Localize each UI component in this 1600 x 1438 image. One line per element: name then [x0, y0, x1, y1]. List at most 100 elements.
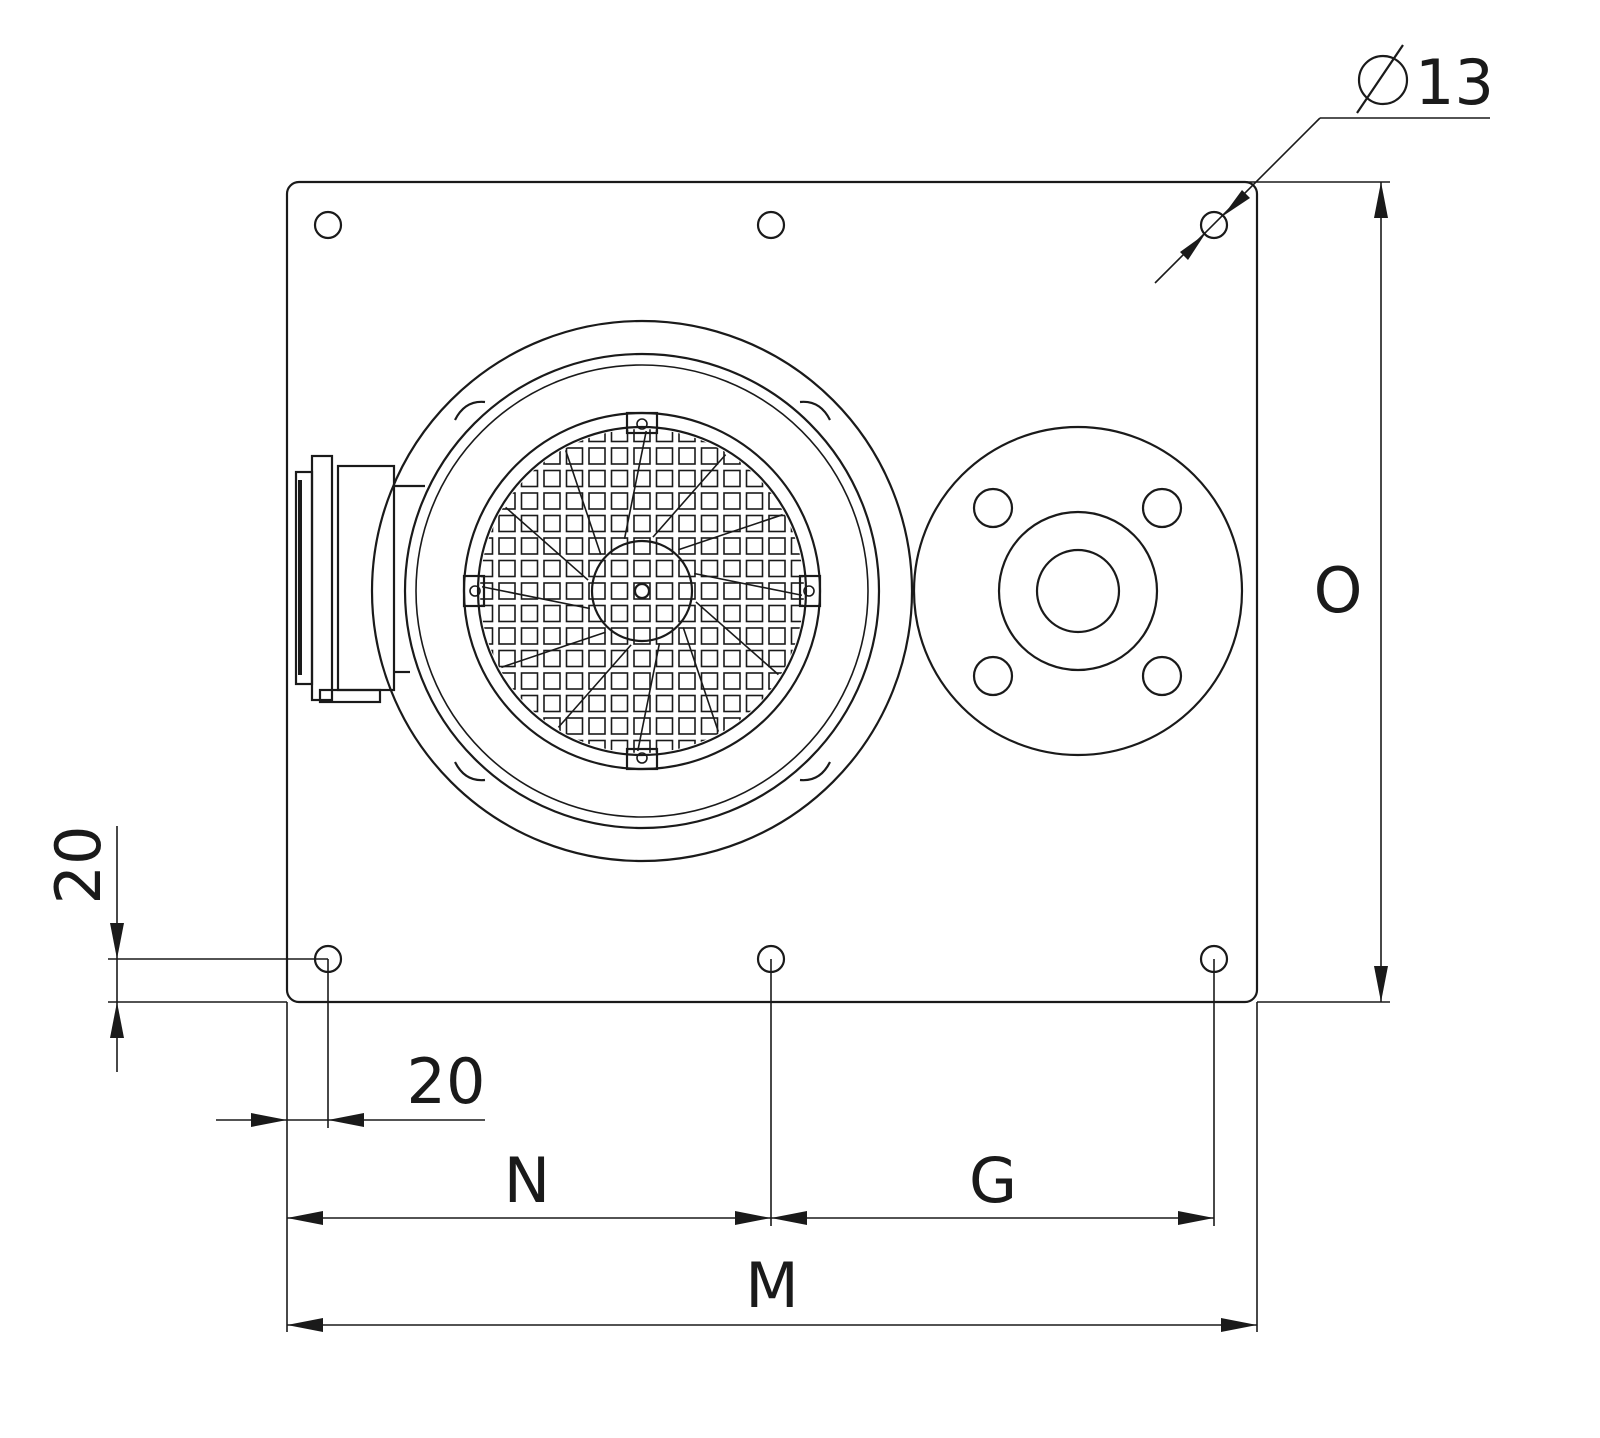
grille-opening [678, 514, 696, 533]
grille-opening [520, 717, 539, 735]
terminal-box [294, 454, 425, 704]
grille-opening [768, 604, 786, 623]
grille-opening [610, 672, 629, 690]
dimension-label-o: O [1314, 554, 1363, 627]
grille-opening [498, 469, 516, 488]
grille-opening [520, 649, 539, 668]
grille-opening [520, 627, 539, 645]
grille-opening [520, 739, 539, 753]
grille-opening [565, 537, 584, 555]
grille-opening [655, 469, 674, 488]
grille-opening [655, 672, 674, 690]
grille-opening [498, 627, 516, 645]
grille-opening [543, 604, 561, 623]
grille-opening [610, 492, 629, 510]
grille-opening [543, 627, 561, 645]
grille-opening [790, 694, 804, 713]
grille-opening [544, 763, 560, 779]
grille-opening [588, 469, 606, 488]
grille-opening [454, 696, 470, 712]
dimension-hole-diameter: 13 [1154, 44, 1494, 284]
grille-opening [454, 606, 470, 622]
grille-opening [588, 447, 606, 465]
grille-opening [520, 514, 539, 533]
grille-opening [498, 694, 516, 713]
mounting-hole [313, 210, 343, 240]
grille-opening [745, 649, 764, 668]
fan-grille [454, 403, 830, 779]
grille-opening [723, 492, 741, 510]
grille-opening [678, 717, 696, 735]
dimension-edge-offset-y: 20 [42, 826, 328, 1072]
grille-opening [700, 694, 719, 713]
grille-opening [480, 469, 494, 488]
grille-opening [723, 559, 741, 578]
grille-opening [565, 447, 584, 465]
flange-bolt-hole [972, 655, 1014, 697]
grille-opening [745, 717, 764, 735]
grille-opening [612, 763, 628, 779]
grille-opening [700, 717, 719, 735]
dimension-label-diameter: 13 [1415, 46, 1494, 119]
grille-opening [678, 604, 696, 623]
grille-opening [814, 426, 830, 442]
grille-opening [655, 649, 674, 668]
grille-opening [768, 717, 786, 735]
fan-blade [505, 506, 589, 581]
dimension-overall-width: M [287, 1249, 1257, 1332]
grille-opening [634, 403, 650, 419]
dimension-n-g: N G [287, 1144, 1214, 1225]
grille-opening [567, 403, 583, 419]
mounting-hole [756, 210, 786, 240]
grille-opening [678, 694, 696, 713]
grille-opening [768, 429, 786, 443]
grille-opening [655, 627, 674, 645]
grille-opening [700, 537, 719, 555]
grille-opening [588, 694, 606, 713]
grille-opening [565, 627, 584, 645]
grille-opening [723, 604, 741, 623]
grille-opening [655, 717, 674, 735]
grille-opening [454, 561, 470, 577]
grille-opening [790, 447, 804, 465]
grille-opening [745, 514, 764, 533]
grille-opening [655, 604, 674, 623]
dimension-label-20-y: 20 [42, 826, 115, 905]
fan-blade [693, 572, 803, 597]
grille-opening [543, 694, 561, 713]
grille-opening [723, 672, 741, 690]
grille-opening [565, 514, 584, 533]
grille-opening [700, 514, 719, 533]
grille-opening [723, 582, 741, 600]
grille-opening [745, 604, 764, 623]
grille-opening [610, 559, 629, 578]
grille-opening [633, 559, 651, 578]
grille-opening [565, 649, 584, 668]
dimension-label-g: G [969, 1144, 1017, 1217]
mounting-hole [1199, 210, 1229, 240]
fan-blade [695, 601, 779, 676]
grille-opening [655, 447, 674, 465]
grille-opening [565, 694, 584, 713]
grille-opening [678, 537, 696, 555]
grille-opening [745, 447, 764, 465]
grille-opening [768, 514, 786, 533]
shaft-center [633, 582, 651, 600]
grille-opening [543, 537, 561, 555]
grille-opening [768, 694, 786, 713]
grille-opening [454, 651, 470, 667]
grille-opening [723, 469, 741, 488]
grille-opening [522, 763, 538, 779]
grille-opening [768, 447, 786, 465]
grille-opening [768, 627, 786, 645]
grille-opening [814, 516, 830, 532]
grille-opening [610, 649, 629, 668]
grille-opening [745, 537, 764, 555]
grille-opening [700, 627, 719, 645]
grille-opening [790, 469, 804, 488]
grille-opening [678, 559, 696, 578]
motor-body-inner [415, 364, 869, 818]
grille-opening [745, 582, 764, 600]
grille-opening [543, 492, 561, 510]
grille-opening [678, 672, 696, 690]
